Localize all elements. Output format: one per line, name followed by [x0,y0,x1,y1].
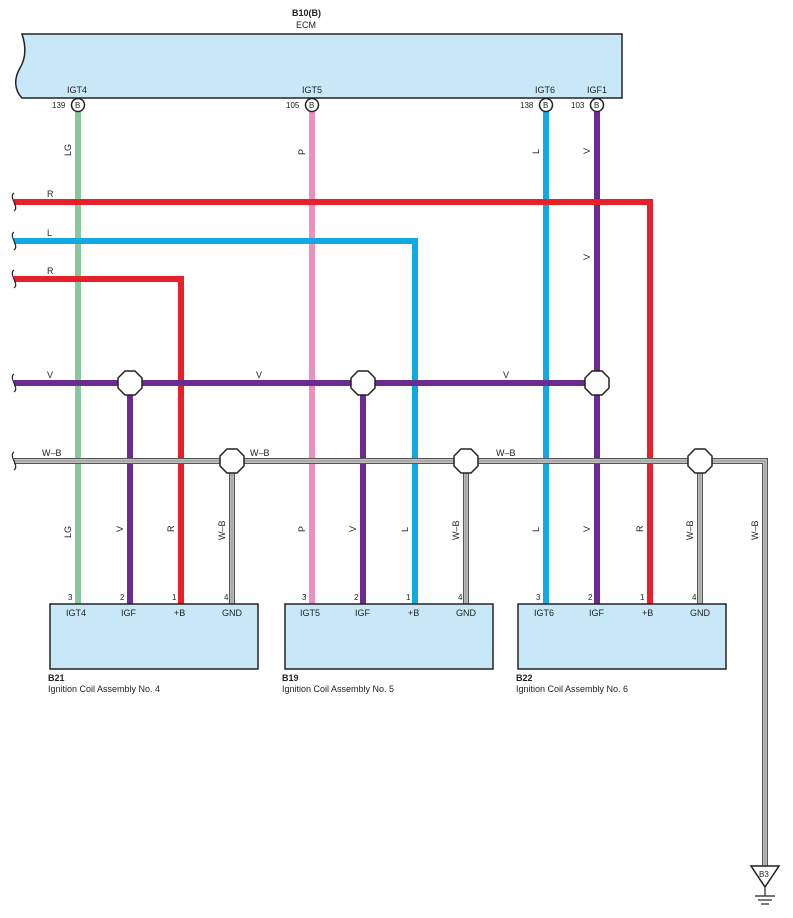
coil-4-name: Ignition Coil Assembly No. 4 [48,684,160,694]
coil-6-name: Ignition Coil Assembly No. 6 [516,684,628,694]
svg-text:1: 1 [172,593,177,602]
svg-text:+B: +B [642,608,653,618]
ecm-pin-103: 103 B [571,97,605,113]
splice-v-2 [350,370,376,396]
ecm-pin-139: 139 B [52,97,86,113]
splice-wb-3 [687,448,713,474]
label-v-coil4: V [115,526,125,532]
svg-text:IGT6: IGT6 [534,608,554,618]
wire-l [14,238,418,604]
ecm-name-label: ECM [296,20,316,30]
coil-5-code: B19 [282,673,299,683]
svg-text:+B: +B [174,608,185,618]
label-wb-2: W–B [250,448,270,458]
label-lg-upper: LG [63,144,73,156]
svg-text:105: 105 [286,101,300,110]
ecm-terminal-igt5: IGT5 [302,85,322,95]
label-wb-3: W–B [496,448,516,458]
label-wb-1: W–B [42,448,62,458]
coil-4-code: B21 [48,673,65,683]
label-p-upper: P [297,149,307,155]
label-v-1: V [47,370,53,380]
wire-break-marks [11,192,17,471]
label-v-coil6: V [582,526,592,532]
ground-point: B3 [749,865,781,905]
ecm-pin-138: 138 B [520,97,554,113]
label-wb-coil6: W–B [685,520,695,540]
label-r-coil6: R [635,525,645,532]
svg-text:1: 1 [640,593,645,602]
svg-text:3: 3 [302,593,307,602]
svg-text:2: 2 [120,593,125,602]
svg-text:IGF: IGF [589,608,605,618]
svg-text:IGF: IGF [121,608,137,618]
svg-text:139: 139 [52,101,66,110]
splice-wb-2 [453,448,479,474]
svg-text:4: 4 [458,593,463,602]
label-v-2: V [256,370,262,380]
svg-text:3: 3 [536,593,541,602]
ecm-terminal-igf1: IGF1 [587,85,607,95]
svg-text:1: 1 [406,593,411,602]
label-v-3: V [503,370,509,380]
ecm-terminal-igt6: IGT6 [535,85,555,95]
svg-text:B: B [543,101,548,110]
svg-text:GND: GND [222,608,243,618]
svg-text:138: 138 [520,101,534,110]
svg-text:+B: +B [408,608,419,618]
splice-wb-1 [219,448,245,474]
label-v-upper-1: V [582,148,592,154]
coil-assembly-6: 3 2 1 4 IGT6 IGF +B GND [517,593,727,670]
svg-text:GND: GND [690,608,711,618]
splice-v-3 [584,370,610,396]
svg-text:B: B [309,101,314,110]
label-l-coil6: L [531,527,541,532]
svg-text:3: 3 [68,593,73,602]
label-l-upper: L [531,149,541,154]
svg-text:4: 4 [224,593,229,602]
splice-v-1 [117,370,143,396]
svg-text:B: B [75,101,80,110]
label-wb-ground: W–B [750,520,760,540]
svg-text:GND: GND [456,608,477,618]
coil-assembly-4: 3 2 1 4 IGT4 IGF +B GND [49,593,259,670]
svg-text:4: 4 [692,593,697,602]
svg-text:IGT5: IGT5 [300,608,320,618]
label-p-lower: P [297,526,307,532]
coil-5-name: Ignition Coil Assembly No. 5 [282,684,394,694]
svg-text:2: 2 [354,593,359,602]
label-v-coil5: V [348,526,358,532]
label-wb-coil5: W–B [451,520,461,540]
label-r-coil4: R [166,525,176,532]
svg-text:103: 103 [571,101,585,110]
wire-r-top [14,199,653,604]
ground-label: B3 [759,870,769,879]
wire-r-lower [14,276,184,604]
label-r-top: R [47,189,54,199]
label-r-lower: R [47,266,54,276]
label-l-coil5: L [400,527,410,532]
svg-text:B: B [594,101,599,110]
label-v-upper-2: V [582,254,592,260]
ecm-pin-105: 105 B [286,97,320,113]
svg-text:IGF: IGF [355,608,371,618]
label-wb-coil4: W–B [217,520,227,540]
svg-text:IGT4: IGT4 [66,608,86,618]
ecm-terminal-igt4: IGT4 [67,85,87,95]
wire-wb-ground [14,458,768,866]
label-l: L [47,228,52,238]
svg-text:2: 2 [588,593,593,602]
coil-assembly-5: 3 2 1 4 IGT5 IGF +B GND [284,593,494,670]
coil-6-code: B22 [516,673,533,683]
ecm-box [15,33,623,99]
label-lg-lower: LG [63,526,73,538]
ecm-connector-label: B10(B) [292,8,321,18]
